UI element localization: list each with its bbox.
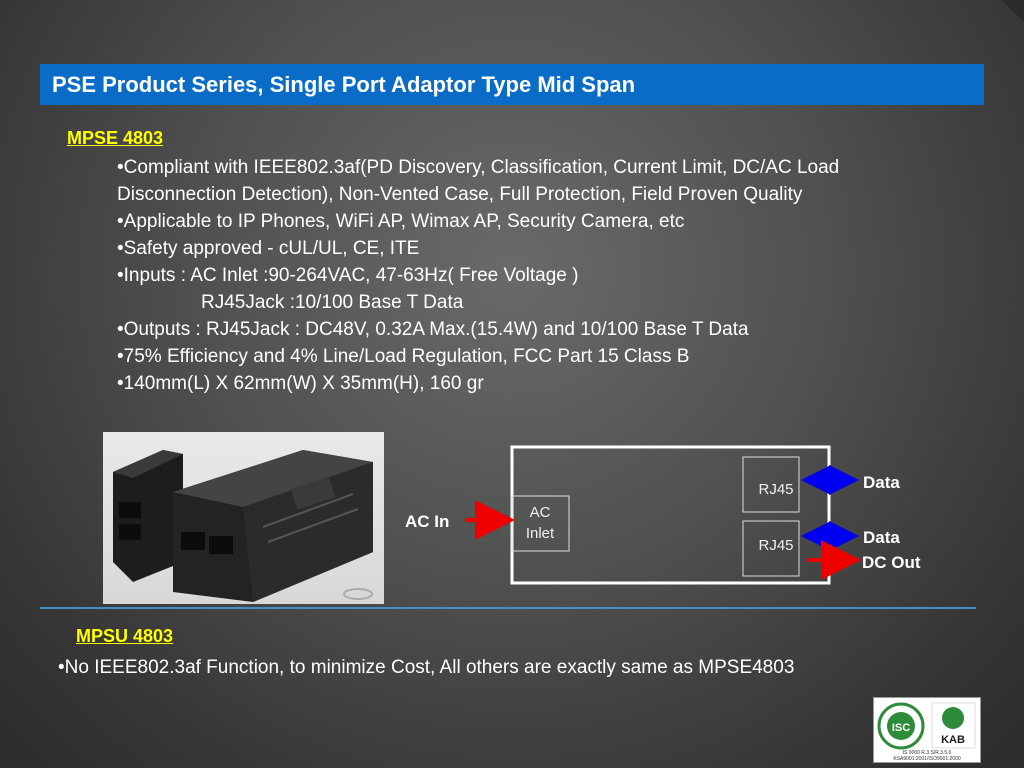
data-bottom-label: Data <box>863 528 900 547</box>
cert-caption-2: KSA9001:2001/ISO9001:2000 <box>893 756 960 762</box>
section-divider <box>40 607 976 609</box>
ac-inlet-label-2: Inlet <box>526 525 555 542</box>
kab-logo-text: KAB <box>941 734 965 746</box>
spec-list: •Compliant with IEEE802.3af(PD Discovery… <box>117 154 957 397</box>
spec-item-continuation: RJ45Jack :10/100 Base T Data <box>201 292 464 313</box>
adaptor-housing <box>510 445 831 585</box>
spec-item: •Safety approved - cUL/UL, CE, ITE <box>117 238 420 259</box>
ac-in-label: AC In <box>405 512 449 531</box>
rj45-bottom-label: RJ45 <box>758 537 793 554</box>
spec-item: •Outputs : RJ45Jack : DC48V, 0.32A Max.(… <box>117 319 749 340</box>
spec-item: •140mm(L) X 62mm(W) X 35mm(H), 160 gr <box>117 373 484 394</box>
certification-badge: ISC KAB IS 9000 R.3.S/R.3.5.6 KSA9001:20… <box>873 697 981 763</box>
block-diagram: AC Inlet RJ45 RJ45 AC In Data Data DC Ou… <box>405 445 921 585</box>
slide-title: PSE Product Series, Single Port Adaptor … <box>40 64 984 105</box>
spec-item: •Inputs : AC Inlet :90-264VAC, 47-63Hz( … <box>117 265 579 286</box>
rj45-data-dc-box <box>742 520 800 577</box>
kab-logo-icon <box>942 707 964 729</box>
cert-caption-1: IS 9000 R.3.S/R.3.5.6 <box>903 750 952 756</box>
spec-item: •Compliant with IEEE802.3af(PD Discovery… <box>117 157 840 205</box>
rj45-data-box <box>742 456 800 513</box>
mpsu-description: •No IEEE802.3af Function, to minimize Co… <box>58 657 795 678</box>
ac-inlet-label-1: AC <box>530 504 551 521</box>
data-top-label: Data <box>863 473 900 492</box>
product-photo <box>103 432 384 604</box>
page-corner-fold <box>1002 0 1024 22</box>
product-name-mpse: MPSE 4803 <box>67 128 164 148</box>
rj45-top-label: RJ45 <box>758 481 793 498</box>
spec-item: •Applicable to IP Phones, WiFi AP, Wimax… <box>117 211 685 232</box>
spec-item: •75% Efficiency and 4% Line/Load Regulat… <box>117 346 690 367</box>
isc-logo-text: ISC <box>892 722 910 734</box>
dc-out-label: DC Out <box>862 553 921 572</box>
product-name-mpsu: MPSU 4803 <box>76 626 174 646</box>
